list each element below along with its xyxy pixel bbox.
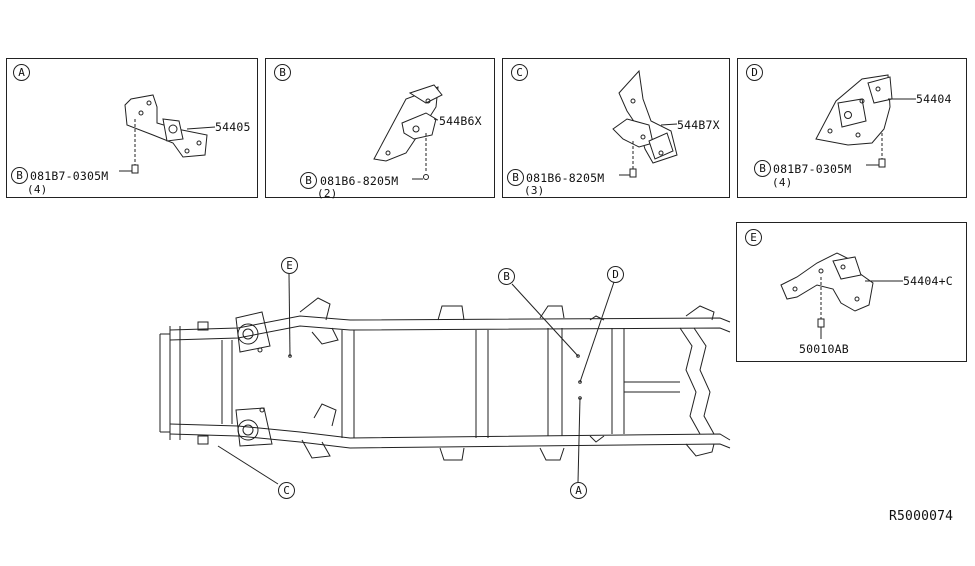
part-number-54405: 54405 — [215, 120, 251, 134]
frame-callout-e: E — [281, 257, 298, 274]
part-number-544b6x: 544B6X — [439, 114, 482, 128]
detail-panel-e: E 54404+C 50010AB — [736, 222, 967, 362]
panel-tag-e: E — [745, 229, 762, 246]
bracket-54404c-drawing — [737, 223, 968, 363]
bolt-quantity: (2) — [317, 187, 338, 200]
bolt-b-symbol: B — [507, 169, 524, 186]
bolt-quantity: (4) — [27, 183, 48, 196]
bracket-54405-drawing — [7, 59, 259, 199]
bolt-b-symbol: B — [754, 160, 771, 177]
diagram-id: R5000074 — [889, 509, 954, 524]
bolt-b-symbol: B — [11, 167, 28, 184]
bolt-quantity: (4) — [772, 176, 793, 189]
detail-panel-c: C 544B7X B 081B6-8205M (3) — [502, 58, 730, 198]
detail-panel-d: D 54404 B 081B7-0305M (4) — [737, 58, 967, 198]
frame-callout-c: C — [278, 482, 295, 499]
panel-tag-c: C — [511, 64, 528, 81]
frame-callout-d: D — [607, 266, 624, 283]
detail-panel-b: B 544B6X B 081B6-8205M (2) — [265, 58, 496, 200]
bolt-part-number: 081B7-0305M — [773, 162, 852, 176]
detail-panel-a: A 54405 B 081B7-0305M (4) — [6, 58, 258, 198]
bolt-part-number: 081B7-0305M — [30, 169, 109, 183]
part-number-54404c: 54404+C — [903, 274, 953, 288]
bolt-part-number: 50010AB — [799, 342, 849, 356]
panel-tag-b: B — [274, 64, 291, 81]
bolt-quantity: (3) — [524, 184, 545, 197]
part-number-544b7x: 544B7X — [677, 118, 720, 132]
bolt-b-symbol: B — [300, 172, 317, 189]
frame-callout-a: A — [570, 482, 587, 499]
bracket-544b7x-drawing — [503, 59, 731, 199]
part-number-54404: 54404 — [916, 92, 952, 106]
panel-tag-a: A — [13, 64, 30, 81]
frame-callout-b: B — [498, 268, 515, 285]
panel-tag-d: D — [746, 64, 763, 81]
bracket-544b6x-drawing — [266, 59, 496, 199]
bracket-54404-drawing — [738, 59, 968, 199]
bolt-part-number: 081B6-8205M — [526, 171, 605, 185]
bolt-part-number: 081B6-8205M — [320, 174, 399, 188]
